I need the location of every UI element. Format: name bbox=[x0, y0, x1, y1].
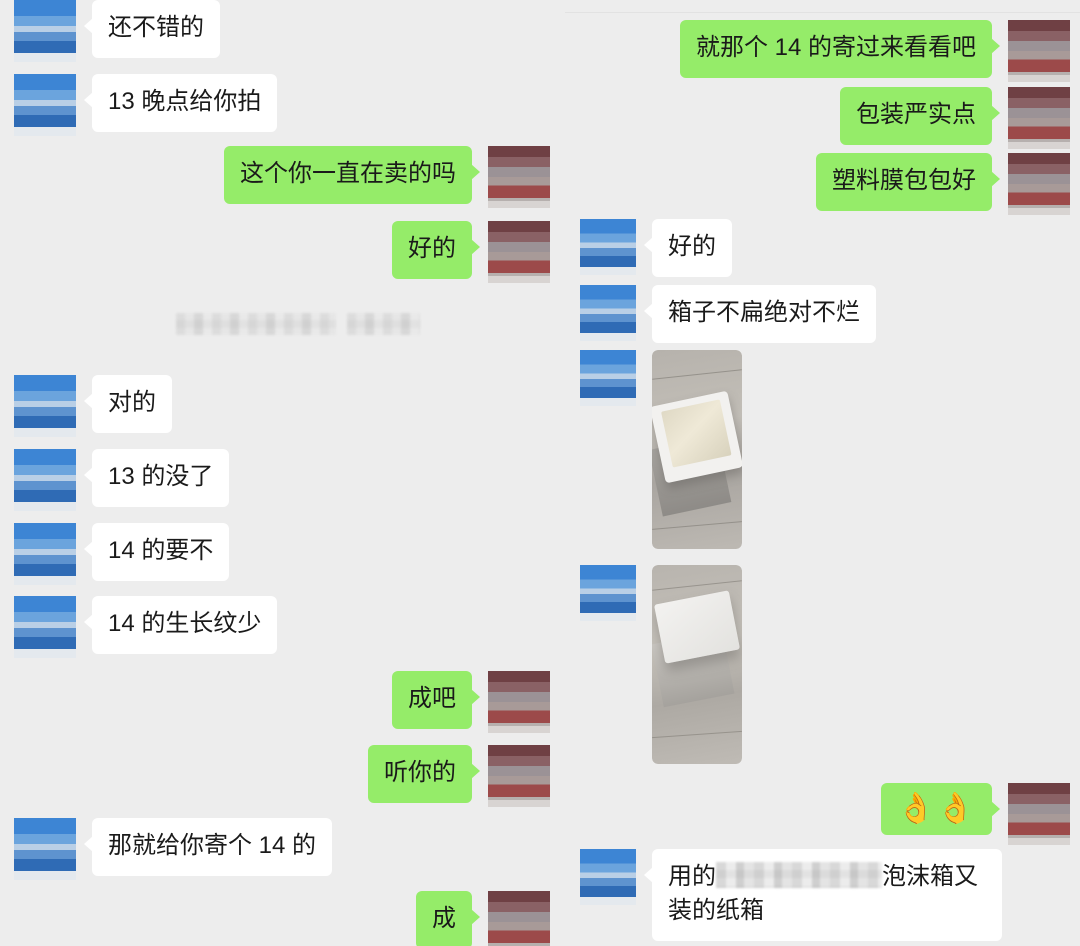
message-row[interactable]: 听你的 bbox=[368, 745, 550, 807]
message-bubble[interactable]: 13 晚点给你拍 bbox=[83, 74, 278, 132]
avatar[interactable] bbox=[488, 221, 550, 283]
chat-panel-left: 还不错的 13 晚点给你拍 这个你一直在卖的吗 好的 对的 13 的没了 bbox=[14, 0, 550, 946]
message-row[interactable]: 对的 bbox=[14, 375, 172, 437]
panel-top-separator bbox=[565, 12, 1080, 13]
message-text-suffix: 泡沫箱又装的纸箱 bbox=[668, 863, 978, 924]
chat-panel-right: 就那个 14 的寄过来看看吧 包装严实点 塑料膜包包好 好的 箱子不扁绝对不烂 bbox=[560, 0, 1080, 946]
message-text-prefix: 用的 bbox=[668, 863, 716, 890]
message-bubble[interactable]: 对的 bbox=[84, 375, 172, 433]
avatar[interactable] bbox=[580, 285, 636, 341]
avatar[interactable] bbox=[1008, 87, 1070, 149]
avatar[interactable] bbox=[14, 449, 76, 511]
message-row[interactable]: 13 晚点给你拍 bbox=[14, 74, 278, 136]
message-bubble[interactable]: 还不错的 bbox=[84, 0, 220, 58]
avatar[interactable] bbox=[580, 219, 636, 275]
redacted-system-message bbox=[176, 313, 336, 335]
message-row[interactable]: 成 bbox=[416, 891, 550, 946]
message-row[interactable]: 就那个 14 的寄过来看看吧 bbox=[679, 20, 1070, 82]
message-row[interactable]: 13 的没了 bbox=[14, 449, 230, 511]
avatar[interactable] bbox=[14, 375, 76, 437]
avatar[interactable] bbox=[14, 818, 76, 880]
photo-message[interactable] bbox=[652, 350, 742, 549]
photo-message[interactable] bbox=[652, 565, 742, 764]
message-row[interactable]: 14 的生长纹少 bbox=[14, 596, 278, 658]
message-bubble[interactable]: 用的泡沫箱又装的纸箱 bbox=[644, 849, 1002, 941]
message-bubble[interactable]: 好的 bbox=[644, 219, 732, 277]
message-row[interactable]: 成吧 bbox=[392, 671, 550, 733]
message-row[interactable] bbox=[580, 565, 742, 764]
avatar[interactable] bbox=[14, 74, 76, 136]
message-row[interactable]: 还不错的 bbox=[14, 0, 220, 62]
avatar[interactable] bbox=[580, 565, 636, 621]
avatar[interactable] bbox=[1008, 153, 1070, 215]
message-bubble[interactable]: 那就给你寄个 14 的 bbox=[83, 818, 333, 876]
avatar[interactable] bbox=[1008, 20, 1070, 82]
message-row[interactable]: 包装严实点 bbox=[840, 87, 1070, 149]
message-bubble[interactable]: 听你的 bbox=[368, 745, 480, 803]
message-bubble[interactable]: 14 的生长纹少 bbox=[83, 596, 278, 654]
avatar[interactable] bbox=[14, 523, 76, 585]
redacted-system-message bbox=[347, 313, 420, 335]
message-row[interactable]: 用的泡沫箱又装的纸箱 bbox=[580, 849, 1002, 941]
message-bubble[interactable]: 这个你一直在卖的吗 bbox=[224, 146, 480, 204]
message-row[interactable]: 塑料膜包包好 bbox=[816, 153, 1070, 215]
message-row[interactable]: 那就给你寄个 14 的 bbox=[14, 818, 333, 880]
emoji-message-bubble[interactable]: 👌👌 bbox=[881, 783, 1000, 835]
message-bubble[interactable]: 14 的要不 bbox=[83, 523, 230, 581]
avatar[interactable] bbox=[14, 596, 76, 658]
message-bubble[interactable]: 包装严实点 bbox=[840, 87, 1000, 145]
message-bubble[interactable]: 箱子不扁绝对不烂 bbox=[644, 285, 876, 343]
message-bubble[interactable]: 塑料膜包包好 bbox=[816, 153, 1000, 211]
avatar[interactable] bbox=[580, 849, 636, 905]
avatar[interactable] bbox=[1008, 783, 1070, 845]
message-row[interactable]: 好的 bbox=[580, 219, 732, 277]
avatar[interactable] bbox=[488, 146, 550, 208]
foam-box-closed-photo[interactable] bbox=[652, 565, 742, 764]
avatar[interactable] bbox=[580, 350, 636, 406]
foam-box-open-photo[interactable] bbox=[652, 350, 742, 549]
message-bubble[interactable]: 好的 bbox=[392, 221, 480, 279]
redacted-text-span bbox=[716, 862, 882, 888]
message-row[interactable]: 14 的要不 bbox=[14, 523, 230, 585]
avatar[interactable] bbox=[488, 891, 550, 946]
avatar[interactable] bbox=[488, 671, 550, 733]
message-bubble[interactable]: 成吧 bbox=[392, 671, 480, 729]
message-row[interactable]: 👌👌 bbox=[881, 783, 1070, 845]
message-bubble[interactable]: 成 bbox=[416, 891, 480, 946]
message-row[interactable]: 好的 bbox=[392, 221, 550, 283]
message-row[interactable] bbox=[580, 350, 742, 549]
message-row[interactable]: 这个你一直在卖的吗 bbox=[224, 146, 550, 208]
avatar[interactable] bbox=[488, 745, 550, 807]
message-bubble[interactable]: 13 的没了 bbox=[83, 449, 230, 507]
message-bubble[interactable]: 就那个 14 的寄过来看看吧 bbox=[679, 20, 1001, 78]
message-row[interactable]: 箱子不扁绝对不烂 bbox=[580, 285, 876, 343]
avatar[interactable] bbox=[14, 0, 76, 62]
